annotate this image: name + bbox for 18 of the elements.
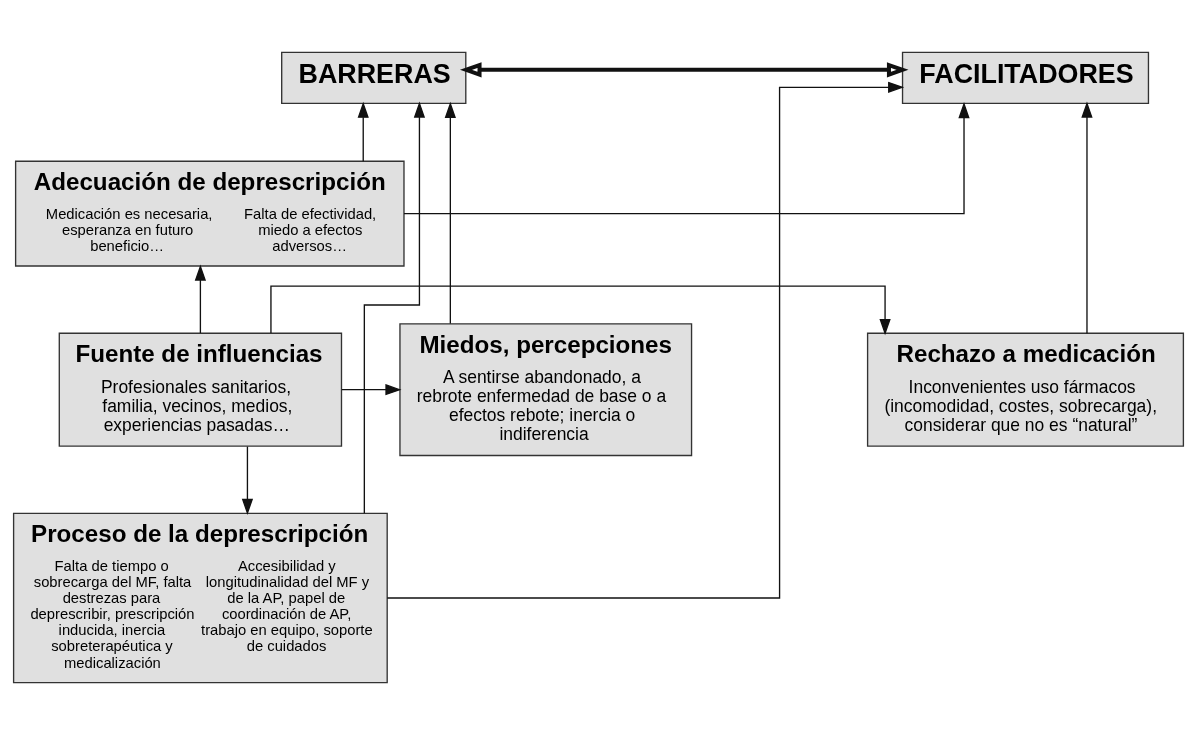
arrow: [386, 81, 905, 599]
node-box: Miedos, percepciones A sentirse abandonado, a rebrote enfermedad de base o a efectos rebote; inercia o indiferencia: [399, 323, 693, 457]
node-box: FACILITADORES: [901, 51, 1150, 105]
arrow: [270, 285, 891, 336]
node-box: Adecuación de deprescripción Medicación es necesaria, esperanza en futuro beneficio… Falta de efectividad, miedo a efectos adversos…: [14, 160, 405, 267]
arrow: [444, 101, 456, 325]
arrow: [363, 101, 426, 514]
arrow: [241, 445, 254, 515]
arrow: [357, 101, 369, 162]
arrow: [460, 62, 909, 78]
node-box: BARRERAS: [281, 51, 467, 105]
node-box: Rechazo a medicación Inconvenientes uso fármacos (incomodidad, costes, sobrecarga), considerar que no es “natural”: [866, 332, 1185, 447]
node-box: Proceso de la deprescripción Falta de tiempo o sobrecarga del MF, falta destrezas para deprescribir, prescripción inducida, inercia sobreterapéutica y medicalización Accesibilidad y longitudinalidad del MF y de la AP, papel de coordinación de AP, trabajo en equipo, soporte de cuidados: [12, 512, 388, 684]
arrow: [1081, 101, 1093, 334]
arrow: [403, 102, 970, 215]
arrow: [194, 264, 207, 334]
node-box: Fuente de influencias Profesionales sanitarios, familia, vecinos, medios, experiencias pasadas…: [58, 332, 343, 447]
arrow: [341, 384, 402, 396]
